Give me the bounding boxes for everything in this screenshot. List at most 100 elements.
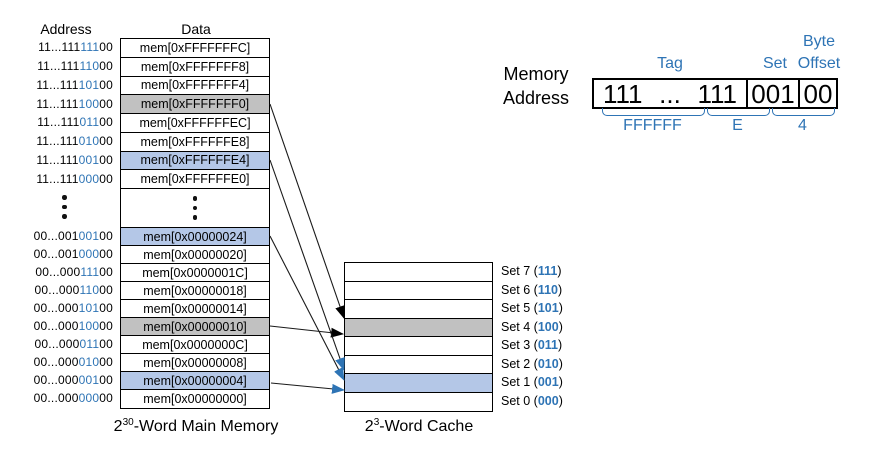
cache-set-3: [345, 337, 492, 356]
tag-bits: 11...111: [37, 59, 80, 74]
tag-bits: 00...000: [33, 373, 79, 387]
arrow-mem00000004-to-set1: [270, 382, 345, 394]
set-bits: 110: [79, 283, 100, 297]
set-bits: 100: [78, 319, 100, 333]
cache-set-5: [345, 300, 492, 319]
set-label: Set 2 (010): [501, 356, 563, 371]
memory-cell: mem[0x0000001C]: [121, 264, 269, 282]
set-bits: 101: [78, 301, 100, 315]
set-bits: 010: [78, 355, 100, 369]
tag-field-label: Tag: [657, 55, 683, 72]
tag-bits: 00...000: [33, 391, 79, 405]
set-label: Set 3 (011): [501, 338, 563, 353]
arrow-memFFFFFFF0-to-set4: [269, 103, 345, 319]
cache-set-6: [345, 282, 492, 300]
set-label: Set 5 (101): [501, 301, 563, 316]
set-bits: 111: [80, 40, 100, 55]
memory-cell: mem[0x0000000C]: [121, 336, 269, 354]
offset-hex-value: 4: [798, 117, 807, 134]
offset-bits: 00: [99, 247, 113, 261]
set-bits: 011: [79, 337, 100, 351]
offset-bits: 00: [99, 319, 113, 333]
offset-bits: 00: [99, 40, 113, 55]
offset-bits: 00: [99, 283, 113, 297]
set-bits: 000: [78, 391, 100, 405]
memory-cell-highlight-gray: mem[0xFFFFFFF0]: [121, 95, 269, 114]
cache-set-2: [345, 356, 492, 374]
set-field-label: Set: [762, 55, 787, 72]
set-bits: 000: [78, 247, 100, 261]
memory-cell: mem[0xFFFFFFE8]: [121, 132, 269, 152]
offset-bits: 00: [99, 171, 113, 186]
memory-cell: mem[0x00000008]: [121, 354, 269, 372]
offset-bits: 00: [99, 59, 113, 74]
offset-bits: 00: [99, 77, 113, 92]
tag-bits: 11...111: [38, 40, 81, 55]
tag-hex-value: FFFFFF: [623, 117, 682, 134]
memory-cell: mem[0xFFFFFFE0]: [121, 170, 269, 189]
cache-box: [344, 262, 493, 412]
tag-bits: 00...000: [34, 337, 80, 351]
set-label: Set 0 (000): [501, 393, 563, 408]
set-bits: 001: [78, 152, 100, 167]
offset-bits: 00: [99, 355, 113, 369]
memory-cell-highlight-blue: mem[0xFFFFFFE4]: [121, 151, 269, 171]
offset-bits: 00: [99, 96, 113, 111]
set-hex-value: E: [732, 117, 743, 134]
byte-offset-label-line2: Offset: [797, 55, 841, 72]
cache-caption: 23-Word Cache: [364, 417, 474, 435]
tag-bits: 11...111: [36, 171, 79, 186]
address-field-box: 111 ... 111 001 00: [592, 78, 838, 109]
cache-set-1-highlight-blue: [345, 374, 492, 393]
offset-bits: 00: [99, 152, 113, 167]
set-bits: 001: [78, 229, 100, 243]
set-bits: 010: [78, 134, 100, 149]
set-label: Set 6 (110): [501, 282, 563, 297]
memory-cell-highlight-blue: mem[0x00000024]: [121, 228, 269, 246]
tag-bits: 00...001: [33, 229, 79, 243]
tag-bits: 11...111: [36, 77, 79, 92]
arrow-memFFFFFFE4-to-set1: [269, 159, 345, 371]
memory-ellipsis-row: [121, 189, 269, 228]
offset-bits: 00: [99, 373, 113, 387]
offset-bits: 00: [99, 391, 113, 405]
offset-bits: 00: [99, 115, 113, 130]
set-bits: 000: [78, 171, 100, 186]
set-field: 001: [746, 80, 798, 107]
arrow-mem00000010-to-set4: [269, 325, 344, 338]
memory-cell-highlight-gray: mem[0x00000010]: [121, 318, 269, 336]
set-bits: 101: [78, 77, 100, 92]
set-bits: 111: [80, 265, 100, 279]
offset-bits: 00: [99, 229, 113, 243]
offset-hex-bracket: [772, 108, 835, 116]
byte-offset-field: 00: [798, 80, 836, 107]
data-column-header: Data: [181, 21, 211, 37]
offset-bits: 00: [99, 301, 113, 315]
offset-bits: 00: [99, 134, 113, 149]
tag-bits: 00...001: [33, 247, 79, 261]
cache-set-7: [345, 263, 492, 282]
set-bits: 011: [79, 115, 100, 130]
memory-address-label: Memory Address: [502, 64, 570, 108]
tag-field: 111 ... 111: [603, 78, 737, 109]
byte-offset-label-line1: Byte: [802, 33, 835, 50]
tag-bits: 00...000: [35, 265, 81, 279]
tag-bits: 11...111: [36, 134, 79, 149]
set-label: Set 1 (001): [501, 375, 563, 390]
address-ellipsis: [62, 195, 67, 219]
